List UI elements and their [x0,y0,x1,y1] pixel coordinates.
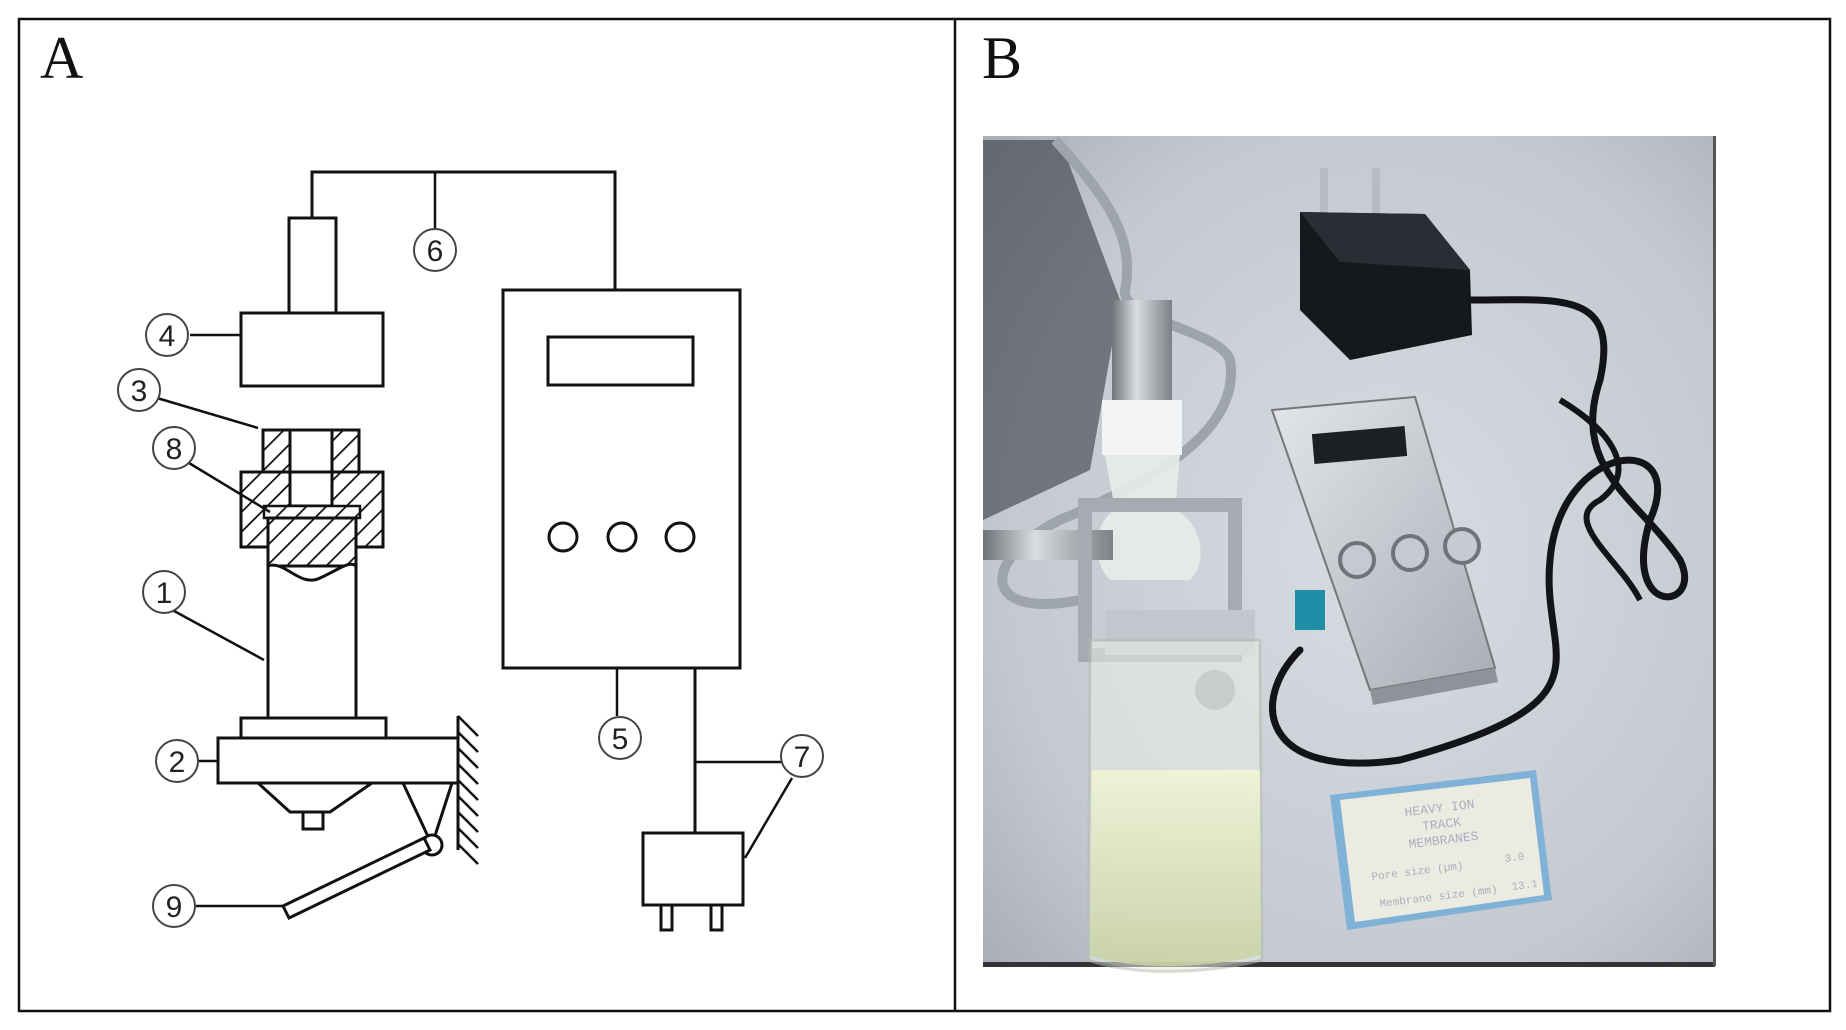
glass-vial [1086,638,1264,973]
callout-2: 2 [155,739,199,783]
press-block [239,311,385,388]
base-top [239,716,388,740]
photo-border-right [1713,136,1716,966]
control-knob-2 [606,521,638,553]
callout-9: 9 [152,884,196,928]
callout-7: 7 [780,734,824,778]
leader-lines [156,172,794,908]
cylinder [266,562,358,722]
card-row-2-value: 13.1 [1511,879,1539,894]
apparatus-photo: HEAVY ION TRACK MEMBRANES Pore size (µm)… [983,136,1716,973]
lever-arm [280,836,433,920]
braided-tube [997,136,1237,609]
callout-1: 1 [142,570,186,614]
control-knob-1 [547,521,579,553]
callout-8: 8 [152,426,196,470]
wall-hatch [457,715,479,865]
panel-b-label: B [982,25,1022,91]
figure-frame [17,17,1832,1013]
control-display [546,335,695,387]
callout-3-label: 3 [131,375,148,408]
callout-4-label: 4 [159,320,176,353]
callouts: 1 2 3 4 5 6 7 8 [117,228,824,928]
wall-adapter [1300,168,1472,360]
control-knob-3 [664,521,696,553]
card-title-line-2: TRACK [1421,815,1462,835]
callout-5: 5 [598,716,642,760]
top-cable [310,170,617,290]
power-adapter [641,831,745,907]
adapter-prong-right [709,903,724,932]
callout-9-label: 9 [166,891,183,924]
lower-hatched-insert [266,516,358,568]
schematic-diagram [156,170,794,932]
membrane-strip [262,504,362,520]
control-box-photo [1270,395,1498,705]
piston-rod [287,216,338,315]
membrane-card: HEAVY ION TRACK MEMBRANES Pore size (µm)… [1330,770,1552,930]
callout-2-label: 2 [169,746,186,779]
callout-1-label: 1 [156,577,173,610]
adapter-prong-left [659,903,674,932]
card-row-1-value: 3.0 [1504,852,1525,866]
photo-border-bottom [983,962,1715,967]
callout-5-label: 5 [612,723,629,756]
callout-8-label: 8 [166,433,183,466]
base-funnel [254,781,377,814]
callout-7-label: 7 [794,741,811,774]
base-outlet [301,810,325,831]
callout-6-label: 6 [427,235,444,268]
base-plate [216,736,460,785]
black-cable [1269,296,1689,767]
callout-4: 4 [145,313,189,357]
callout-6: 6 [413,228,457,272]
callout-3: 3 [117,368,161,412]
panel-a-label: A [40,25,83,91]
photo-shadow [983,140,1120,520]
